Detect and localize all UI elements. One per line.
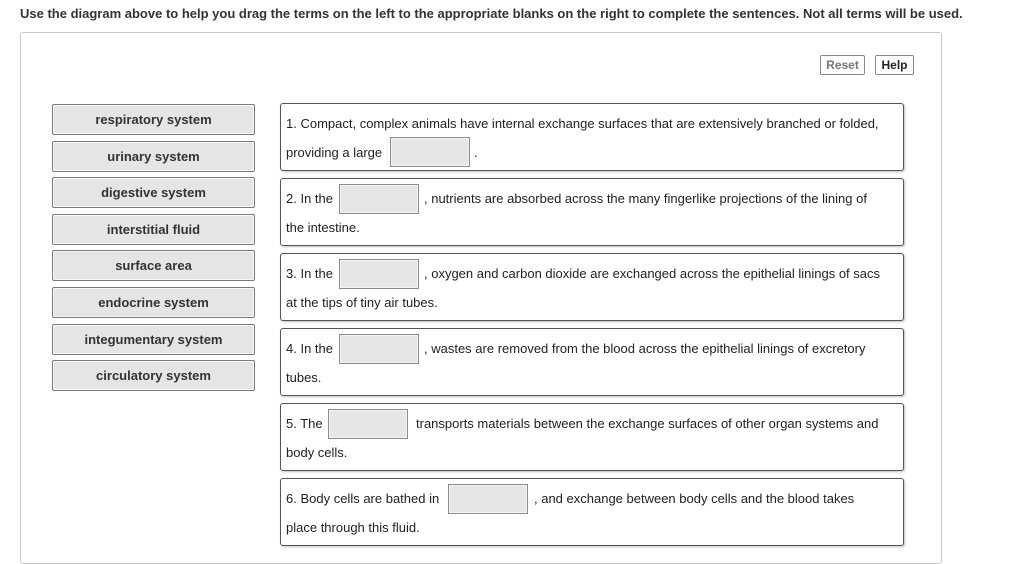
sentence-1: 1. Compact, complex animals have interna…	[280, 103, 904, 171]
sentence-text: 6. Body cells are bathed in	[286, 491, 440, 506]
sentence-text: 3. In the	[286, 266, 333, 281]
drop-blank-1[interactable]	[390, 137, 470, 167]
term-respiratory-system[interactable]: respiratory system	[52, 104, 255, 135]
reset-button[interactable]: Reset	[820, 55, 865, 75]
sentence-text: tubes.	[286, 370, 322, 385]
sentence-4: 4. In the , wastes are removed from the …	[280, 328, 904, 396]
help-button[interactable]: Help	[875, 55, 914, 75]
term-urinary-system[interactable]: urinary system	[52, 140, 255, 172]
sentence-text: , and exchange between body cells and th…	[534, 491, 855, 506]
sentence-text: , wastes are removed from the blood acro…	[424, 341, 866, 356]
term-endocrine-system[interactable]: endocrine system	[52, 286, 255, 318]
sentence-text: 5. The	[286, 416, 323, 431]
sentence-list: 1. Compact, complex animals have interna…	[280, 103, 904, 553]
drop-blank-5[interactable]	[328, 409, 408, 439]
term-bank: respiratory system urinary system digest…	[52, 104, 255, 397]
sentence-text: 2. In the	[286, 191, 333, 206]
sentence-text: at the tips of tiny air tubes.	[286, 295, 438, 310]
drag-drop-panel: Reset Help respiratory system urinary sy…	[20, 32, 942, 564]
term-interstitial-fluid[interactable]: interstitial fluid	[52, 213, 255, 245]
term-integumentary-system[interactable]: integumentary system	[52, 323, 255, 355]
sentence-text: .	[474, 145, 478, 160]
term-surface-area[interactable]: surface area	[52, 250, 255, 282]
sentence-5: 5. The transports materials between the …	[280, 403, 904, 471]
term-circulatory-system[interactable]: circulatory system	[52, 360, 255, 392]
sentence-text: providing a large	[286, 145, 383, 160]
sentence-text: the intestine.	[286, 220, 360, 235]
sentence-3: 3. In the , oxygen and carbon dioxide ar…	[280, 253, 904, 321]
sentence-text: , oxygen and carbon dioxide are exchange…	[424, 266, 881, 281]
sentence-text: place through this fluid.	[286, 520, 420, 535]
sentence-text: 1. Compact, complex animals have interna…	[286, 116, 879, 131]
sentence-text: body cells.	[286, 445, 348, 460]
drop-blank-4[interactable]	[339, 334, 419, 364]
sentence-text: , nutrients are absorbed across the many…	[424, 191, 867, 206]
sentence-6: 6. Body cells are bathed in , and exchan…	[280, 478, 904, 546]
sentence-text: transports materials between the exchang…	[416, 416, 879, 431]
drop-blank-3[interactable]	[339, 259, 419, 289]
sentence-text: 4. In the	[286, 341, 333, 356]
term-digestive-system[interactable]: digestive system	[52, 177, 255, 209]
sentence-2: 2. In the , nutrients are absorbed acros…	[280, 178, 904, 246]
drop-blank-6[interactable]	[448, 484, 528, 514]
instructions-text: Use the diagram above to help you drag t…	[20, 6, 963, 21]
drop-blank-2[interactable]	[339, 184, 419, 214]
